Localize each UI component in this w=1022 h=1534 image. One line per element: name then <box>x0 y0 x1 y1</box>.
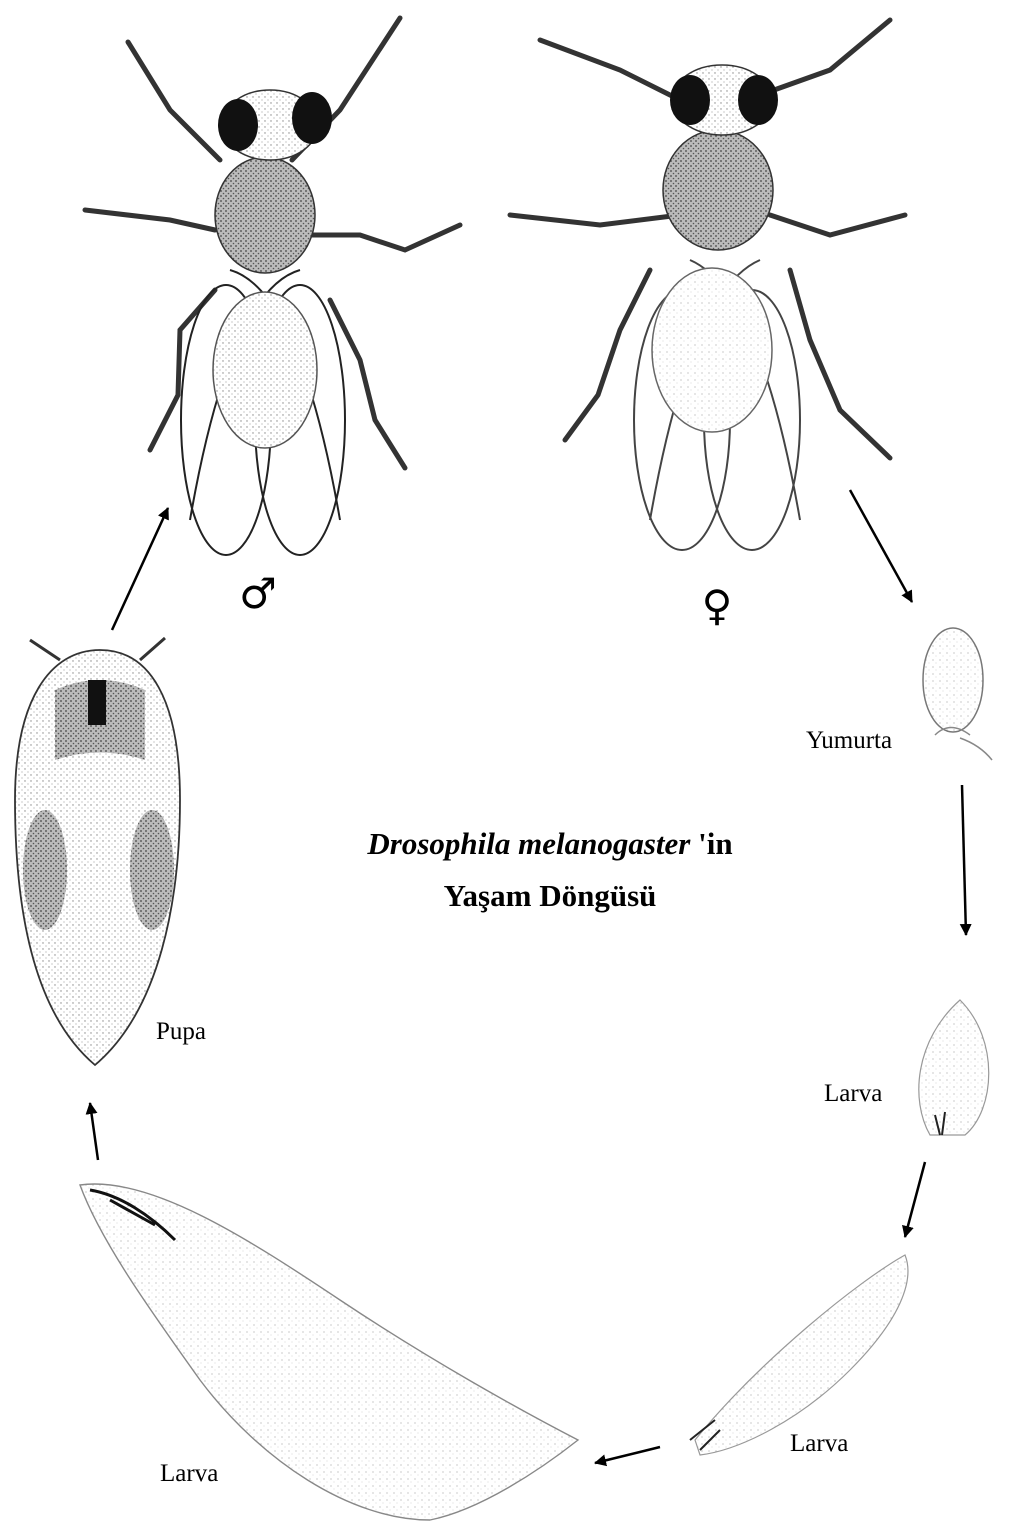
larva-stage3-illustration <box>80 1184 578 1520</box>
title-suffix: 'in <box>690 826 732 861</box>
arrow-pupa-to-male <box>112 508 168 630</box>
label-egg: Yumurta <box>806 727 892 755</box>
arrow-female-to-egg <box>850 490 912 602</box>
larva-stage2-illustration <box>690 1255 908 1455</box>
egg-illustration <box>923 628 992 760</box>
diagram-title: Drosophila melanogaster 'in Yaşam Döngüs… <box>330 818 770 922</box>
pupa-illustration <box>15 638 180 1065</box>
title-scientific-name: Drosophila melanogaster <box>367 826 690 861</box>
larva-stage1-illustration <box>919 1000 989 1135</box>
label-larva-3: Larva <box>160 1460 218 1488</box>
arrow-larva2-to-larva3 <box>595 1447 660 1463</box>
male-symbol: ♂ <box>239 569 277 618</box>
title-line-2: Yaşam Döngüsü <box>330 870 770 922</box>
title-line-1: Drosophila melanogaster 'in <box>330 818 770 870</box>
label-larva-1: Larva <box>824 1080 882 1108</box>
female-fly-illustration <box>510 20 905 550</box>
arrow-egg-to-larva1 <box>962 785 966 935</box>
female-symbol: ♀ <box>702 581 733 630</box>
arrow-larva1-to-larva2 <box>905 1162 925 1237</box>
label-pupa: Pupa <box>156 1018 206 1046</box>
arrow-larva3-to-pupa <box>90 1103 98 1160</box>
label-larva-2: Larva <box>790 1430 848 1458</box>
male-fly-illustration <box>85 18 460 555</box>
